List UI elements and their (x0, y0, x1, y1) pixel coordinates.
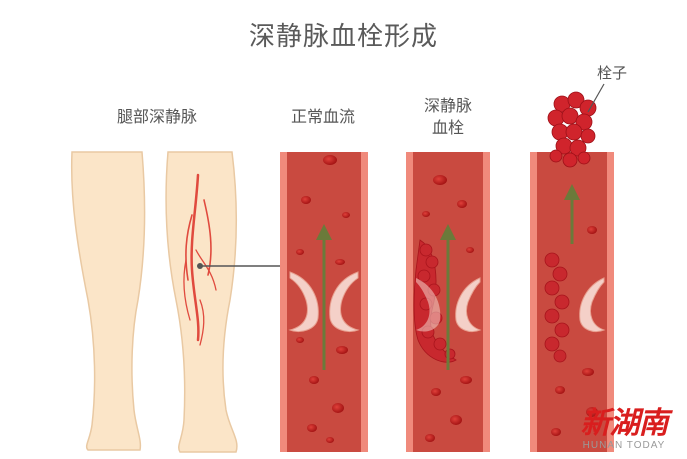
valve-left-dvt (416, 278, 441, 332)
dvt-label: 深静脉 血栓 (398, 95, 498, 139)
left-leg (70, 151, 146, 451)
valve-right (329, 271, 360, 332)
vessel-embolus (530, 83, 614, 452)
valve-right-3 (579, 277, 606, 333)
embolus-callout-line (587, 83, 605, 113)
watermark: 新湖南 HUNAN TODAY (569, 406, 679, 452)
dvt-label-line1: 深静脉 (423, 96, 472, 115)
flow-arrow-icon (564, 184, 580, 200)
legs-label: 腿部深静脉 (116, 107, 197, 126)
clot-mass-3 (544, 252, 570, 363)
clot-mass (413, 239, 457, 363)
watermark-logo: 新湖南 (580, 406, 669, 441)
valve-right-dvt (455, 277, 482, 333)
valve-left (288, 271, 319, 332)
right-leg (165, 151, 238, 453)
dvt-label-line2: 血栓 (431, 118, 464, 137)
watermark-subtitle: HUNAN TODAY (582, 440, 666, 451)
legs-illustration (70, 151, 284, 453)
leg-veins (183, 173, 217, 346)
embolus-cluster (547, 91, 597, 168)
normal-flow-label: 正常血流 (290, 107, 355, 126)
embolus-label: 栓子 (596, 64, 627, 82)
flow-arrow-icon (316, 224, 332, 240)
diagram-title: 深静脉血栓形成 (248, 22, 438, 52)
vessel-normal (280, 152, 368, 452)
vessel-dvt (406, 152, 490, 452)
flow-arrow-icon (440, 224, 456, 240)
